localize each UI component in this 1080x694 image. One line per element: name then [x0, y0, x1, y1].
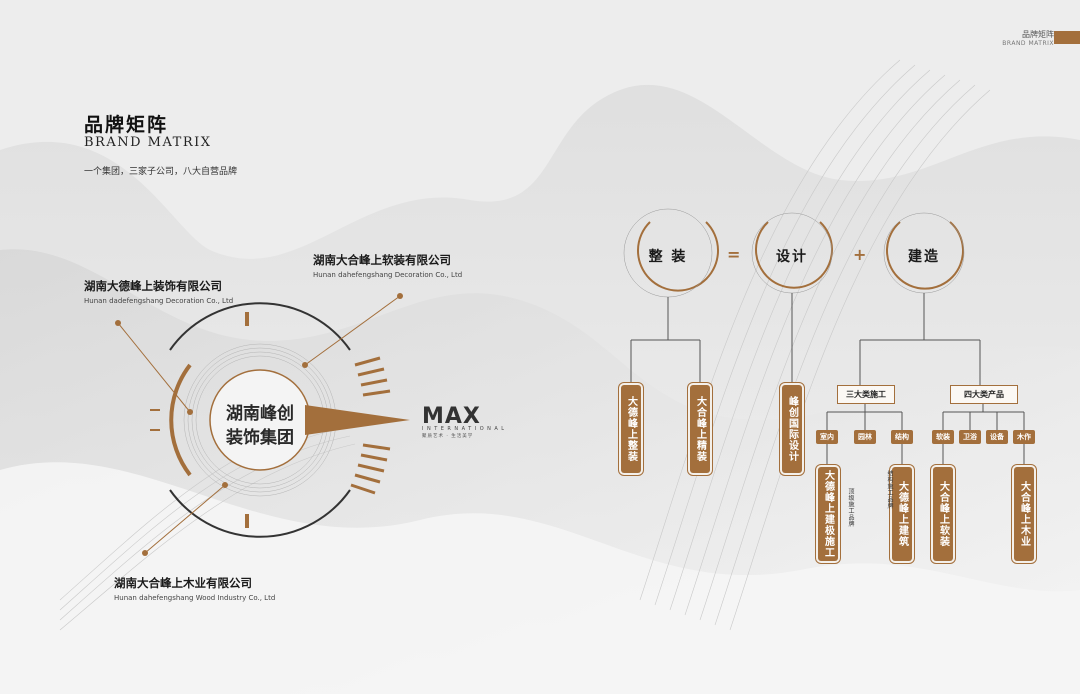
subsidiary-label-2: 湖南大合峰上软装有限公司 Hunan dahefengshang Decorat…	[313, 252, 462, 279]
brand-tree-lines	[623, 208, 1025, 467]
construction-item-interior: 室内	[816, 430, 838, 444]
subsidiary-name-en: Hunan dahefengshang Decoration Co., Ltd	[313, 271, 463, 279]
formula-plus: +	[853, 245, 867, 264]
brand-dade-jianji-note: 顶级施工品牌	[847, 488, 854, 527]
page-subtitle: BRAND MATRIX	[84, 135, 212, 150]
construction-item-structure: 结构	[891, 430, 913, 444]
formula-design: 设计	[776, 249, 808, 265]
construction-item-landscape: 园林	[854, 430, 876, 444]
product-group-label: 四大类产品	[950, 385, 1018, 404]
corner-tag: 品牌矩阵 BRAND MATRIX	[1002, 30, 1054, 48]
product-item-softdecor: 软装	[932, 430, 954, 444]
corner-tag-cn: 品牌矩阵	[1022, 30, 1054, 39]
product-item-woodwork: 木作	[1013, 430, 1035, 444]
subsidiary-label-3: 湖南大合峰上木业有限公司 Hunan dahefengshang Wood In…	[114, 575, 275, 602]
corner-tag-en: BRAND MATRIX	[1002, 40, 1054, 47]
pointer-wedge	[305, 405, 410, 435]
subsidiary-name-en: Hunan dadefengshang Decoration Co., Ltd	[84, 297, 234, 305]
brand-fengchuang-design: 峰创国际设计	[782, 385, 802, 473]
formula-zhengzhuang: 整 装	[648, 249, 688, 265]
group-name-line1: 湖南峰创	[226, 404, 294, 424]
brand-dade-jianji: 大德峰上建极施工	[818, 467, 838, 561]
group-diagram	[115, 293, 410, 556]
max-logo-sub: INTERNATIONAL	[422, 426, 508, 432]
corner-accent-bar	[1054, 31, 1080, 44]
page-description: 一个集团，三家子公司，八大自营品牌	[84, 167, 238, 177]
brand-dade-zhengzhuang: 大德峰上整装	[621, 385, 641, 473]
formula-equals: =	[727, 245, 741, 264]
max-logo-main: MAX	[422, 404, 481, 429]
formula-construction: 建造	[908, 249, 940, 265]
brand-dade-jianzhu: 大德峰上建筑	[892, 467, 912, 561]
page-title: 品牌矩阵	[84, 114, 169, 136]
max-logo-cn: 聚质艺术 · 生活美学	[422, 434, 474, 439]
subsidiary-name-cn: 湖南大合峰上软装有限公司	[313, 253, 451, 267]
brand-dade-jianzhu-note: 结构施工品牌	[886, 470, 893, 509]
group-name: 湖南峰创 装饰集团	[206, 402, 314, 450]
product-item-equipment: 设备	[986, 430, 1008, 444]
subsidiary-label-1: 湖南大德峰上装饰有限公司 Hunan dadefengshang Decorat…	[84, 278, 233, 305]
subsidiary-name-cn: 湖南大合峰上木业有限公司	[114, 576, 252, 590]
subsidiary-name-en: Hunan dahefengshang Wood Industry Co., L…	[114, 594, 276, 602]
group-name-line2: 装饰集团	[226, 428, 294, 448]
max-logo: MAX INTERNATIONAL 聚质艺术 · 生活美学	[422, 404, 522, 439]
brand-dahe-ruanzhuang: 大合峰上软装	[933, 467, 953, 561]
brand-dahe-muye: 大合峰上木业	[1014, 467, 1034, 561]
product-item-bathroom: 卫浴	[959, 430, 981, 444]
subsidiary-name-cn: 湖南大德峰上装饰有限公司	[84, 279, 222, 293]
brand-dahe-jingzhuang: 大合峰上精装	[690, 385, 710, 473]
construction-group-label: 三大类施工	[837, 385, 895, 404]
